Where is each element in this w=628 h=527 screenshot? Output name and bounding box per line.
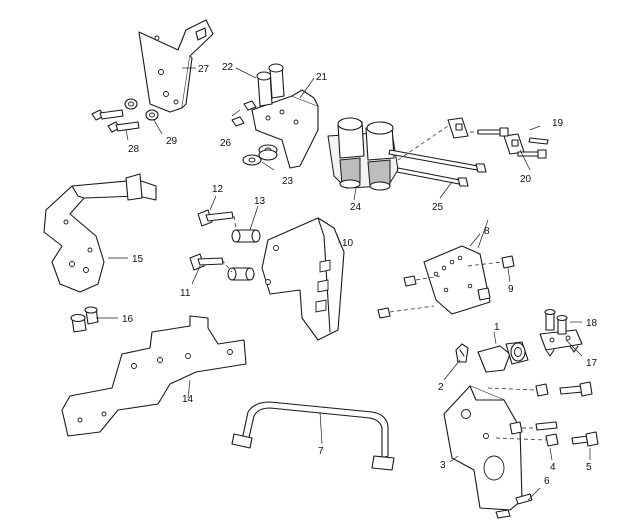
part-12-bolt	[197, 209, 234, 227]
part-2-clip	[455, 343, 469, 363]
part-10-bracket	[261, 217, 345, 341]
part-6-screws	[495, 493, 533, 519]
part-15-frame	[43, 173, 157, 293]
part-19-clamp-plates	[447, 117, 525, 155]
callout-19: 19	[552, 118, 564, 129]
part-25-rods	[388, 149, 487, 187]
part-1-sensor	[477, 341, 529, 373]
part-17-clip	[539, 329, 583, 357]
part-21-bracket	[251, 89, 319, 169]
callout-27: 27	[198, 64, 210, 75]
callout-28: 28	[128, 144, 140, 155]
part-22-bolts	[256, 63, 285, 107]
part-9-nuts	[377, 255, 515, 319]
callout-13: 13	[254, 196, 266, 207]
part-16-bolts	[70, 306, 99, 333]
callout-26: 26	[220, 138, 232, 149]
part-4-nuts	[509, 383, 559, 447]
callout-29: 29	[166, 136, 178, 147]
callout-22: 22	[222, 62, 234, 73]
part-27-bracket	[138, 19, 214, 113]
callout-1: 1	[494, 322, 500, 333]
callout-9: 9	[508, 284, 514, 295]
callout-4: 4	[550, 462, 556, 473]
part-18-screws	[544, 308, 568, 335]
callout-8: 8	[484, 226, 490, 237]
callout-10: 10	[342, 238, 354, 249]
callout-14: 14	[182, 394, 194, 405]
part-14-plate	[61, 315, 247, 437]
callout-25: 25	[432, 202, 444, 213]
callout-15: 15	[132, 254, 144, 265]
part-24-valve-unit	[327, 117, 399, 191]
callout-17: 17	[586, 358, 598, 369]
part-28-bolts	[91, 109, 140, 133]
part-29-nuts	[124, 98, 159, 121]
callout-16: 16	[122, 314, 134, 325]
callout-6: 6	[544, 476, 550, 487]
callout-24: 24	[350, 202, 362, 213]
callout-3: 3	[440, 460, 446, 471]
part-26-nuts	[231, 100, 257, 127]
part-5-bolts	[535, 381, 599, 447]
leader-lines	[96, 67, 591, 501]
callout-23: 23	[282, 176, 294, 187]
part-3-bracket	[443, 385, 523, 511]
callout-7: 7	[318, 446, 324, 457]
callout-18: 18	[586, 318, 598, 329]
callout-2: 2	[438, 382, 444, 393]
part-20-bolts	[477, 127, 549, 159]
callout-5: 5	[586, 462, 592, 473]
callout-labels: 1 2 3 4 5 6 7 8 9 10 11 12 13 14 15 16 1…	[122, 62, 598, 487]
callout-12: 12	[212, 184, 224, 195]
part-7-pipe	[231, 401, 395, 471]
callout-11: 11	[180, 288, 191, 299]
callout-21: 21	[316, 72, 328, 83]
part-8-plate	[423, 245, 491, 315]
callout-20: 20	[520, 174, 532, 185]
part-11-bolt	[189, 253, 255, 281]
part-13-bushing	[231, 229, 261, 243]
part-23-spacers	[242, 144, 278, 166]
